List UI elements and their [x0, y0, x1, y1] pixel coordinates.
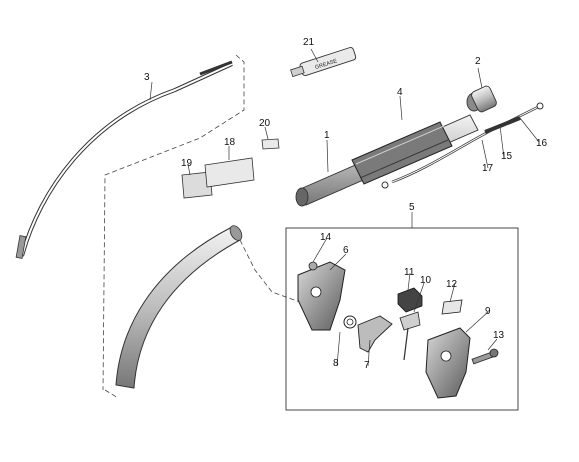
callout-18: 18	[224, 137, 236, 148]
cable-holder-part-10	[399, 311, 421, 361]
decal-part-18	[204, 157, 255, 188]
spring-part-8	[343, 315, 357, 329]
callout-17: 17	[482, 163, 494, 174]
callout-6: 6	[343, 245, 349, 256]
throttle-assembly-box-part-5	[285, 227, 519, 411]
callout-3: 3	[144, 72, 150, 83]
decal-part-19	[181, 171, 213, 199]
curved-protective-tube	[115, 225, 243, 389]
bolt-part-13	[471, 348, 499, 365]
callout-19: 19	[181, 158, 193, 169]
callout-21: 21	[303, 37, 315, 48]
callout-20: 20	[259, 118, 271, 129]
grip-part-4	[351, 121, 453, 185]
leader-lines	[149, 48, 540, 367]
callout-10: 10	[420, 275, 432, 286]
plate-part-12	[441, 299, 463, 315]
grease-tube-part-21: GREASE	[290, 47, 357, 78]
screw-part-14	[308, 261, 318, 271]
callout-7: 7	[364, 360, 370, 371]
callout-1: 1	[324, 130, 330, 141]
callout-2: 2	[475, 56, 481, 67]
end-cap-part-2	[466, 85, 497, 113]
callout-14: 14	[320, 232, 332, 243]
trigger-lever-part-7	[357, 315, 393, 353]
housing-right-part-9	[425, 327, 471, 399]
callout-15: 15	[501, 151, 513, 162]
callout-4: 4	[397, 87, 403, 98]
callout-8: 8	[333, 358, 339, 369]
decal-part-20	[261, 138, 280, 150]
callout-9: 9	[485, 306, 491, 317]
drive-shaft-part-3	[15, 60, 233, 259]
housing-left-part-6	[297, 261, 346, 331]
callout-11: 11	[404, 267, 415, 278]
callout-13: 13	[493, 330, 505, 341]
callout-5: 5	[409, 202, 415, 213]
callout-16: 16	[536, 138, 548, 149]
throttle-cable-parts-15-16-17	[381, 102, 544, 189]
callout-12: 12	[446, 279, 458, 290]
